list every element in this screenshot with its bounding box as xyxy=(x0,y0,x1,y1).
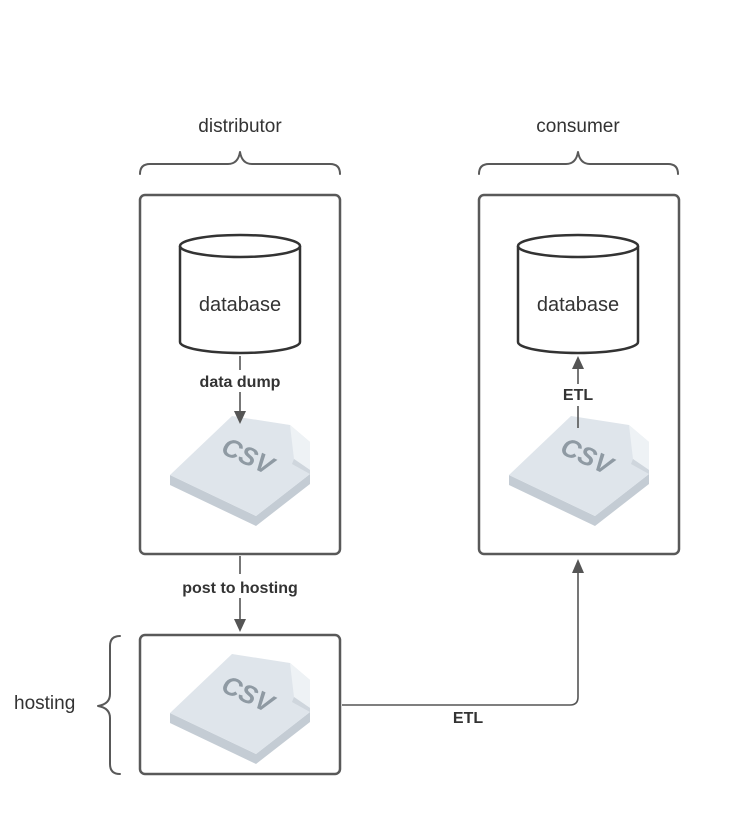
distributor-brace xyxy=(139,151,341,175)
distributor-database: database xyxy=(178,233,302,355)
consumer-brace xyxy=(478,151,679,175)
consumer-database-label: database xyxy=(537,294,619,316)
hosting-group-label: hosting xyxy=(14,693,75,714)
hosting-brace xyxy=(97,635,121,775)
post-to-hosting-connector xyxy=(234,556,246,632)
distributor-database-label: database xyxy=(199,294,281,316)
distributor-csv-icon: CSV xyxy=(170,416,310,526)
etl-csv-to-db-connector xyxy=(572,356,584,428)
hosting-box xyxy=(138,633,342,776)
data-dump-connector xyxy=(234,356,246,424)
consumer-box xyxy=(477,193,681,556)
etl-hosting-to-consumer-connector xyxy=(342,559,584,706)
consumer-database: database xyxy=(516,233,640,355)
consumer-csv-icon: CSV xyxy=(509,416,649,526)
hosting-csv-icon: CSV xyxy=(170,654,310,764)
post-to-hosting-label: post to hosting xyxy=(182,580,298,597)
data-dump-label: data dump xyxy=(200,374,281,391)
distributor-box xyxy=(138,193,342,556)
etl-hosting-to-consumer-label: ETL xyxy=(453,710,483,727)
etl-csv-to-db-label: ETL xyxy=(563,387,593,404)
consumer-group-label: consumer xyxy=(536,116,620,137)
distributor-group-label: distributor xyxy=(198,116,282,137)
